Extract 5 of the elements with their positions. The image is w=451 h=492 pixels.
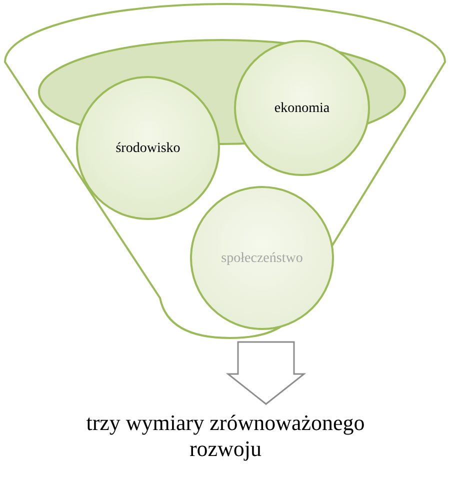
circle-label: społeczeństwo [221,250,303,268]
caption-text: trzy wymiary zrównoważonego rozwoju [85,410,366,462]
block-arrow [226,341,306,405]
circle-label: ekonomia [274,100,330,118]
circle-label: środowisko [116,140,180,158]
